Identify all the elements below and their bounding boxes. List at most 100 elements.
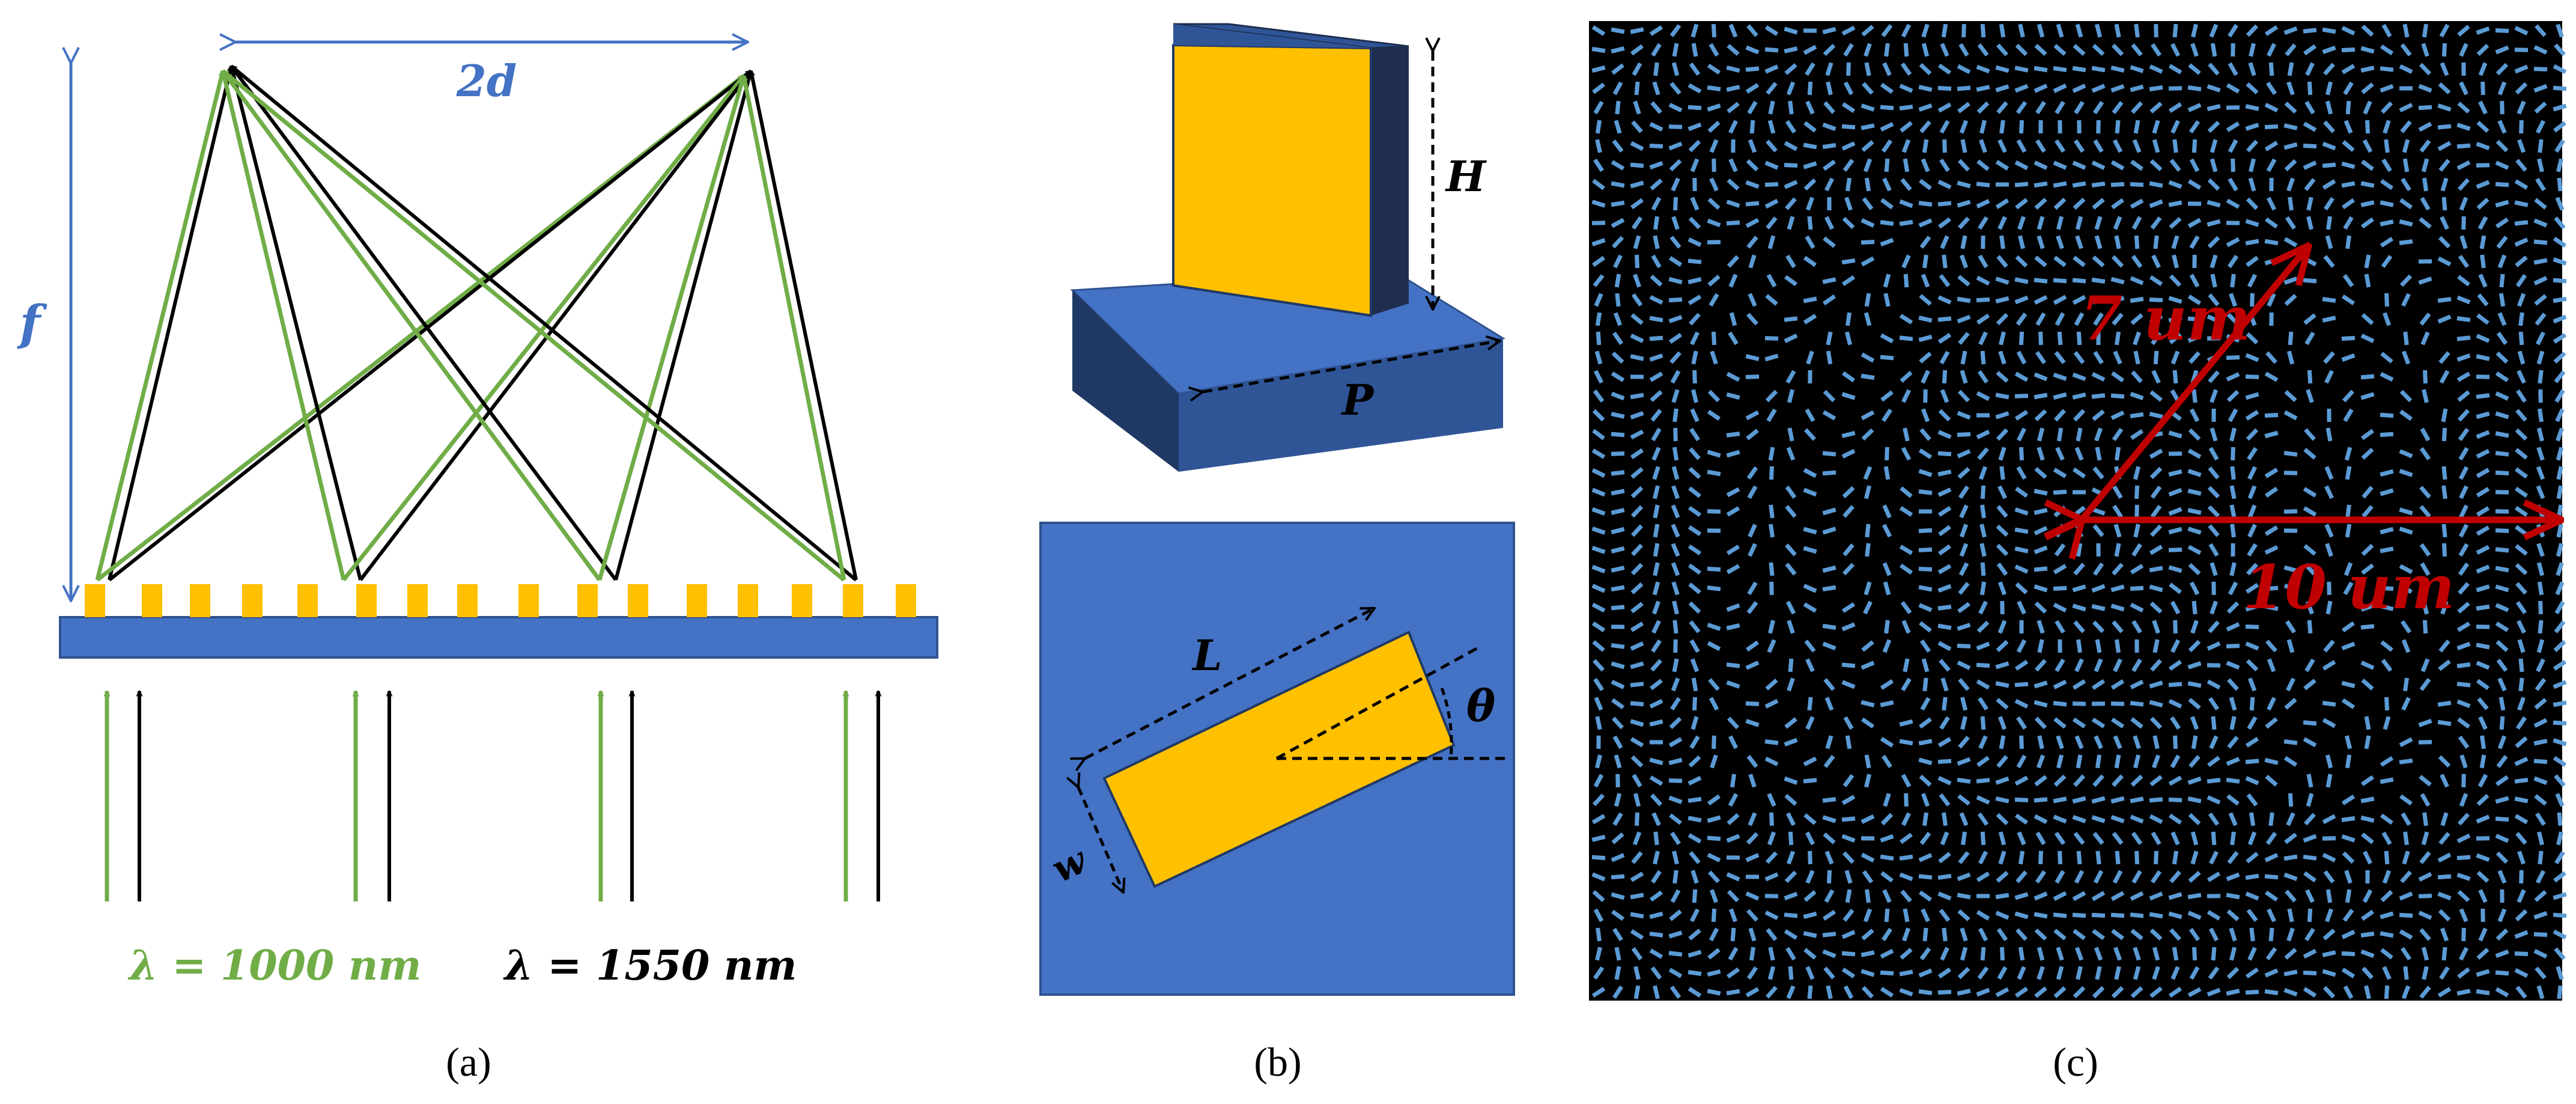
nanopillar-dash (1980, 504, 1986, 519)
nanopillar-dash (2038, 850, 2043, 865)
nanopillar-dash (1766, 82, 1778, 95)
nanopillar-dash (1824, 697, 1834, 711)
nanopillar-dash (2518, 677, 2524, 692)
nanopillar-dash (2495, 949, 2509, 959)
nanopillar-dash (1999, 735, 2006, 749)
nanopillar-dash (2517, 889, 2526, 903)
nanopillar-dash (2553, 278, 2567, 284)
nanopillar-dash (1995, 276, 2009, 285)
nanopillar-dash (1885, 447, 1889, 461)
nanopillar-dash (1612, 331, 1624, 346)
nanopillar-dash (1803, 28, 1817, 33)
nanopillar-dash (2016, 639, 2027, 653)
nanopillar-dash (2380, 546, 2394, 554)
nanopillar-dash (1958, 678, 1970, 691)
nanopillar-dash (2246, 793, 2258, 807)
nanopillar-dash (2229, 697, 2237, 711)
nanopillar-dash (2149, 700, 2163, 708)
nanopillar-dash (2037, 735, 2044, 749)
nanopillar-dash (1841, 449, 1856, 459)
nanopillar-dash (1726, 432, 1740, 438)
nanopillar-dash (1996, 428, 2009, 441)
nanopillar-dash (2360, 46, 2375, 54)
nanopillar-dash (2307, 620, 2313, 634)
nanopillar-dash (1880, 355, 1894, 361)
nanopillar-dash (2133, 947, 2141, 961)
nanopillar-dash (1958, 736, 1970, 749)
nanopillar-dash (1728, 793, 1739, 807)
nanopillar-dash (2341, 968, 2356, 978)
nanopillar-dash (2553, 236, 2567, 248)
nanopillar-dash (1689, 735, 1700, 749)
nanopillar-dash (2399, 389, 2413, 403)
nanopillar-dash (2514, 179, 2529, 190)
nanopillar-dash (2130, 986, 2143, 998)
nanopillar-dash (2227, 851, 2239, 864)
nanopillar-dash (2130, 65, 2144, 73)
nanopillar-dash (1845, 889, 1852, 903)
nanopillar-dash (2154, 23, 2158, 38)
nanopillar-dash (1901, 254, 1911, 269)
nanopillar-dash (2515, 832, 2527, 845)
nanopillar-dash (1669, 82, 1681, 95)
nanopillar-dash (2400, 120, 2412, 133)
nanopillar-dash (1591, 200, 1606, 208)
nanopillar-dash (2341, 951, 2356, 957)
nanopillar-dash (2211, 408, 2216, 422)
nanopillar-dash (2457, 102, 2470, 114)
nanopillar-dash (1672, 600, 1679, 615)
nanopillar-dash (1861, 123, 1875, 130)
nanopillar-dash (1596, 331, 1602, 346)
nanopillar-dash (1764, 739, 1779, 745)
nanopillar-dash (1937, 623, 1952, 630)
nanopillar-dash (2306, 773, 2313, 788)
nanopillar-dash (1630, 392, 1644, 400)
nanopillar-dash (2130, 680, 2144, 689)
nanopillar-dash (2283, 988, 2298, 996)
nanopillar-dash (1826, 870, 1832, 884)
nanopillar-dash (2207, 219, 2221, 227)
nanopillar-dash (1745, 874, 1760, 879)
nanopillar-dash (1766, 408, 1777, 422)
nanopillar-dash (1611, 46, 1625, 54)
nanopillar-dash (2014, 181, 2029, 188)
nanopillar-dash (1787, 427, 1794, 442)
nanopillar-dash (2134, 485, 2140, 499)
nanopillar-dash (2515, 544, 2528, 556)
nanopillar-dash (1841, 680, 1856, 689)
legend-black-wavelength: λ = 1550 nm (503, 942, 797, 990)
nanopillar-dash (2322, 316, 2336, 323)
nanopillar-dash (1805, 197, 1815, 211)
nanopillar-dash (1827, 197, 1832, 211)
nanopillar-dash (1649, 911, 1663, 919)
nanopillar-dash (1824, 889, 1835, 903)
nanopillar-dash (2034, 84, 2048, 93)
nanopillar-dash (1726, 544, 1740, 555)
nanopillar-dash (2016, 139, 2027, 153)
nanopillar-dash (1748, 773, 1757, 788)
nanopillar-dash (2134, 23, 2140, 38)
nanopillar-dash (1999, 331, 2006, 346)
nanopillar-dash (1957, 102, 1970, 114)
nanopillar-dash (1918, 316, 1933, 323)
nanopillar-dash (1941, 23, 1948, 38)
nanopillar-dash (2249, 812, 2256, 826)
nanopillar-dash (1921, 658, 1930, 672)
nanopillar-dash (2092, 100, 2104, 115)
nanopillar-dash (1591, 25, 1606, 36)
nanopillar-dash (2534, 198, 2547, 210)
nanopillar-dash (2341, 930, 2356, 939)
nanopillar-dash (1631, 851, 1643, 864)
nanopillar-dash (1764, 757, 1779, 766)
nanopillar-dash (2480, 254, 2486, 269)
nanopillar-dash (2208, 697, 2220, 711)
focusing-ray-green (744, 76, 846, 581)
nanopillar-dash (1630, 162, 1644, 168)
nanopillar-dash (1861, 929, 1874, 941)
nanopillar-dash (1631, 216, 1643, 230)
nanopillar-dash (2438, 639, 2450, 653)
nanopillar-dash (2149, 891, 2163, 901)
nanopillar-dash (2342, 851, 2355, 864)
nanopillar-dash (1864, 581, 1872, 596)
nanopillar-dash (1692, 370, 1697, 384)
